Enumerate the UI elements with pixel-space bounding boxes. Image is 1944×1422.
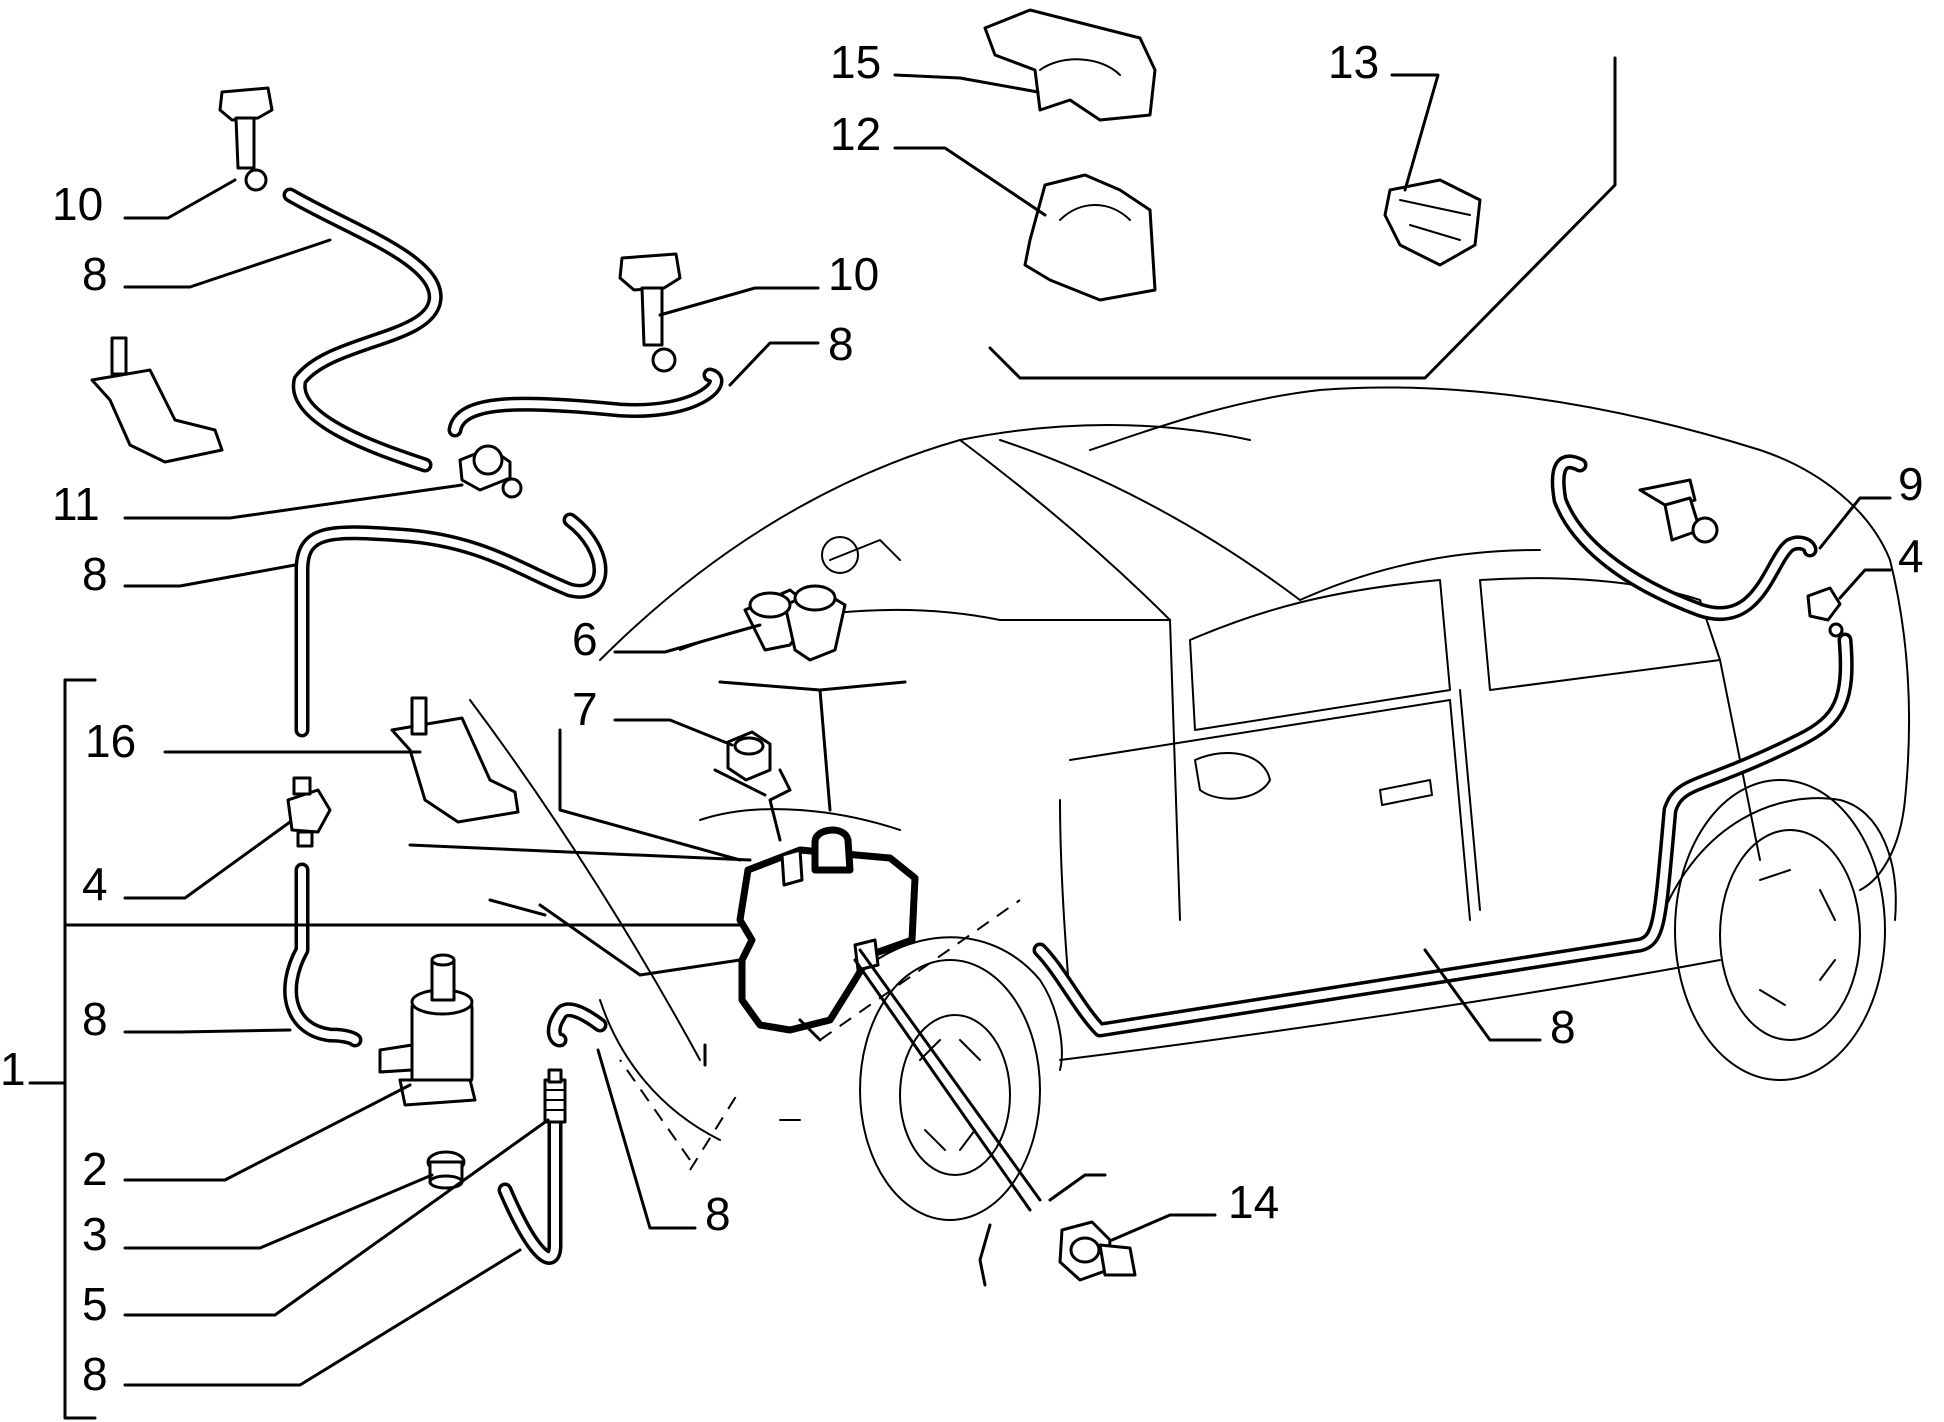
nut-7	[726, 730, 772, 782]
bracket-top-left	[90, 336, 224, 464]
screw-14	[1058, 1220, 1137, 1282]
hose-connector-11	[458, 444, 523, 499]
callout-5: 5	[82, 1278, 108, 1330]
washer-pump-2	[378, 953, 477, 1107]
filler-neck-6	[743, 584, 847, 662]
callout-8-center-bottom: 8	[705, 1188, 731, 1240]
callout-9: 9	[1898, 458, 1924, 510]
callout-14: 14	[1228, 1176, 1279, 1228]
callout-16: 16	[85, 715, 136, 767]
callout-13: 13	[1328, 36, 1379, 88]
t-connector-4-right	[1806, 586, 1844, 638]
hoses	[282, 187, 1854, 1265]
callout-4-left: 4	[82, 858, 108, 910]
callout-1: 1	[0, 1043, 26, 1095]
callout-8-left-lower: 8	[82, 993, 108, 1045]
washer-nozzle-middle	[618, 252, 682, 373]
car-outline	[469, 386, 1910, 1221]
callout-7: 7	[572, 683, 598, 735]
grommet-3	[426, 1150, 466, 1190]
dashed-guides	[619, 899, 1021, 1171]
t-connector-4-left	[286, 776, 332, 848]
callout-numbers: 15 12 13 10 8 10 8 11 8 9 4 6 7 16 4 8 8…	[0, 36, 1924, 1400]
callout-15: 15	[830, 36, 881, 88]
washer-nozzle-top-left	[218, 86, 274, 192]
callout-8-top-left: 8	[82, 248, 108, 300]
callout-8-middle: 8	[828, 318, 854, 370]
callout-3: 3	[82, 1208, 108, 1260]
callout-2: 2	[82, 1143, 108, 1195]
rear-washer-nozzle	[1638, 478, 1719, 544]
callout-10-top-left: 10	[52, 178, 103, 230]
callout-8-bottom: 8	[82, 1348, 108, 1400]
callout-4-right: 4	[1898, 530, 1924, 582]
clip-12	[1023, 173, 1157, 302]
callout-11: 11	[52, 478, 100, 530]
washer-fluid-reservoir	[736, 826, 919, 1034]
leader-lines	[28, 56, 1892, 1420]
clip-15	[983, 8, 1157, 122]
callout-6: 6	[572, 613, 598, 665]
grommet-13	[1383, 178, 1482, 267]
callout-8-right: 8	[1550, 1001, 1576, 1053]
callout-10-middle: 10	[828, 248, 879, 300]
check-valve-5	[543, 1068, 567, 1124]
callout-8-left: 8	[82, 548, 108, 600]
callout-12: 12	[830, 108, 881, 160]
bracket-16	[390, 696, 520, 824]
